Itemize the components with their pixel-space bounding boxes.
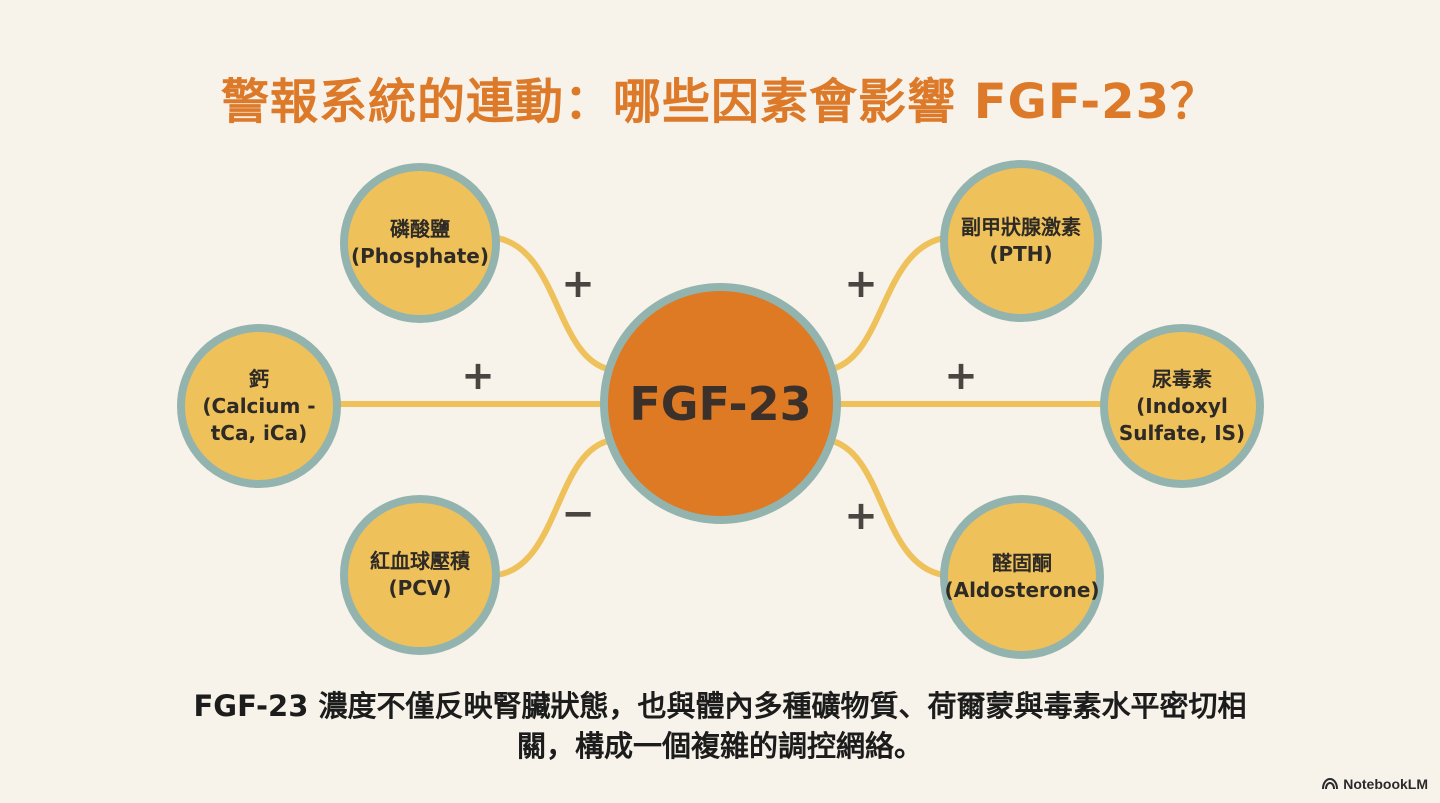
connector-phosphate bbox=[494, 235, 615, 373]
node-calcium: 鈣 (Calcium - tCa, iCa) bbox=[177, 324, 341, 488]
effect-sign-calcium: + bbox=[461, 353, 495, 399]
brand-watermark: NotebookLM bbox=[1322, 776, 1428, 792]
caption-line-2: 關，構成一個複雜的調控網絡。 bbox=[516, 729, 923, 763]
node-pcv-zh: 紅血球壓積 bbox=[370, 549, 470, 573]
connector-pcv bbox=[494, 437, 615, 578]
node-pcv: 紅血球壓積 (PCV) bbox=[340, 495, 500, 655]
node-indoxyl: 尿毒素 (Indoxyl Sulfate, IS) bbox=[1100, 324, 1264, 488]
node-pth: 副甲狀腺激素 (PTH) bbox=[940, 160, 1102, 322]
node-indoxyl-en1: (Indoxyl bbox=[1136, 393, 1228, 418]
node-indoxyl-en2: Sulfate, IS) bbox=[1118, 420, 1246, 445]
node-phosphate-zh: 磷酸鹽 bbox=[390, 217, 450, 241]
effect-sign-phosphate: + bbox=[561, 261, 595, 307]
caption-line-1: FGF-23 濃度不僅反映腎臟狀態，也與體內多種礦物質、荷爾蒙與毒素水平密切相 bbox=[193, 689, 1247, 723]
node-calcium-en1: (Calcium - bbox=[202, 393, 316, 418]
node-aldosterone-en: (Aldosterone) bbox=[944, 578, 1100, 602]
node-phosphate-en: (Phosphate) bbox=[351, 244, 489, 268]
center-node-fgf23: FGF-23 bbox=[600, 283, 841, 524]
effect-sign-indoxyl: + bbox=[944, 353, 978, 399]
notebooklm-logo-icon bbox=[1322, 778, 1339, 790]
connector-aldosterone bbox=[825, 437, 947, 578]
page-title: 警報系統的連動：哪些因素會影響 FGF-23？ bbox=[221, 74, 1219, 130]
node-pth-zh: 副甲狀腺激素 bbox=[961, 215, 1081, 239]
effect-sign-aldosterone: + bbox=[844, 493, 878, 539]
node-aldosterone-zh: 醛固酮 bbox=[992, 551, 1052, 575]
node-calcium-zh: 鈣 bbox=[248, 366, 269, 391]
connector-pth bbox=[825, 235, 947, 373]
node-pth-en: (PTH) bbox=[989, 242, 1053, 266]
node-aldosterone: 醛固酮 (Aldosterone) bbox=[940, 495, 1104, 659]
node-pcv-en: (PCV) bbox=[388, 576, 452, 600]
node-calcium-en2: tCa, iCa) bbox=[210, 420, 308, 445]
caption: FGF-23 濃度不僅反映腎臟狀態，也與體內多種礦物質、荷爾蒙與毒素水平密切相 … bbox=[80, 686, 1360, 766]
effect-sign-pth: + bbox=[844, 261, 878, 307]
effect-sign-pcv: − bbox=[561, 491, 595, 537]
node-indoxyl-zh: 尿毒素 bbox=[1152, 366, 1212, 391]
node-phosphate: 磷酸鹽 (Phosphate) bbox=[340, 163, 500, 323]
brand-label: NotebookLM bbox=[1343, 776, 1428, 792]
